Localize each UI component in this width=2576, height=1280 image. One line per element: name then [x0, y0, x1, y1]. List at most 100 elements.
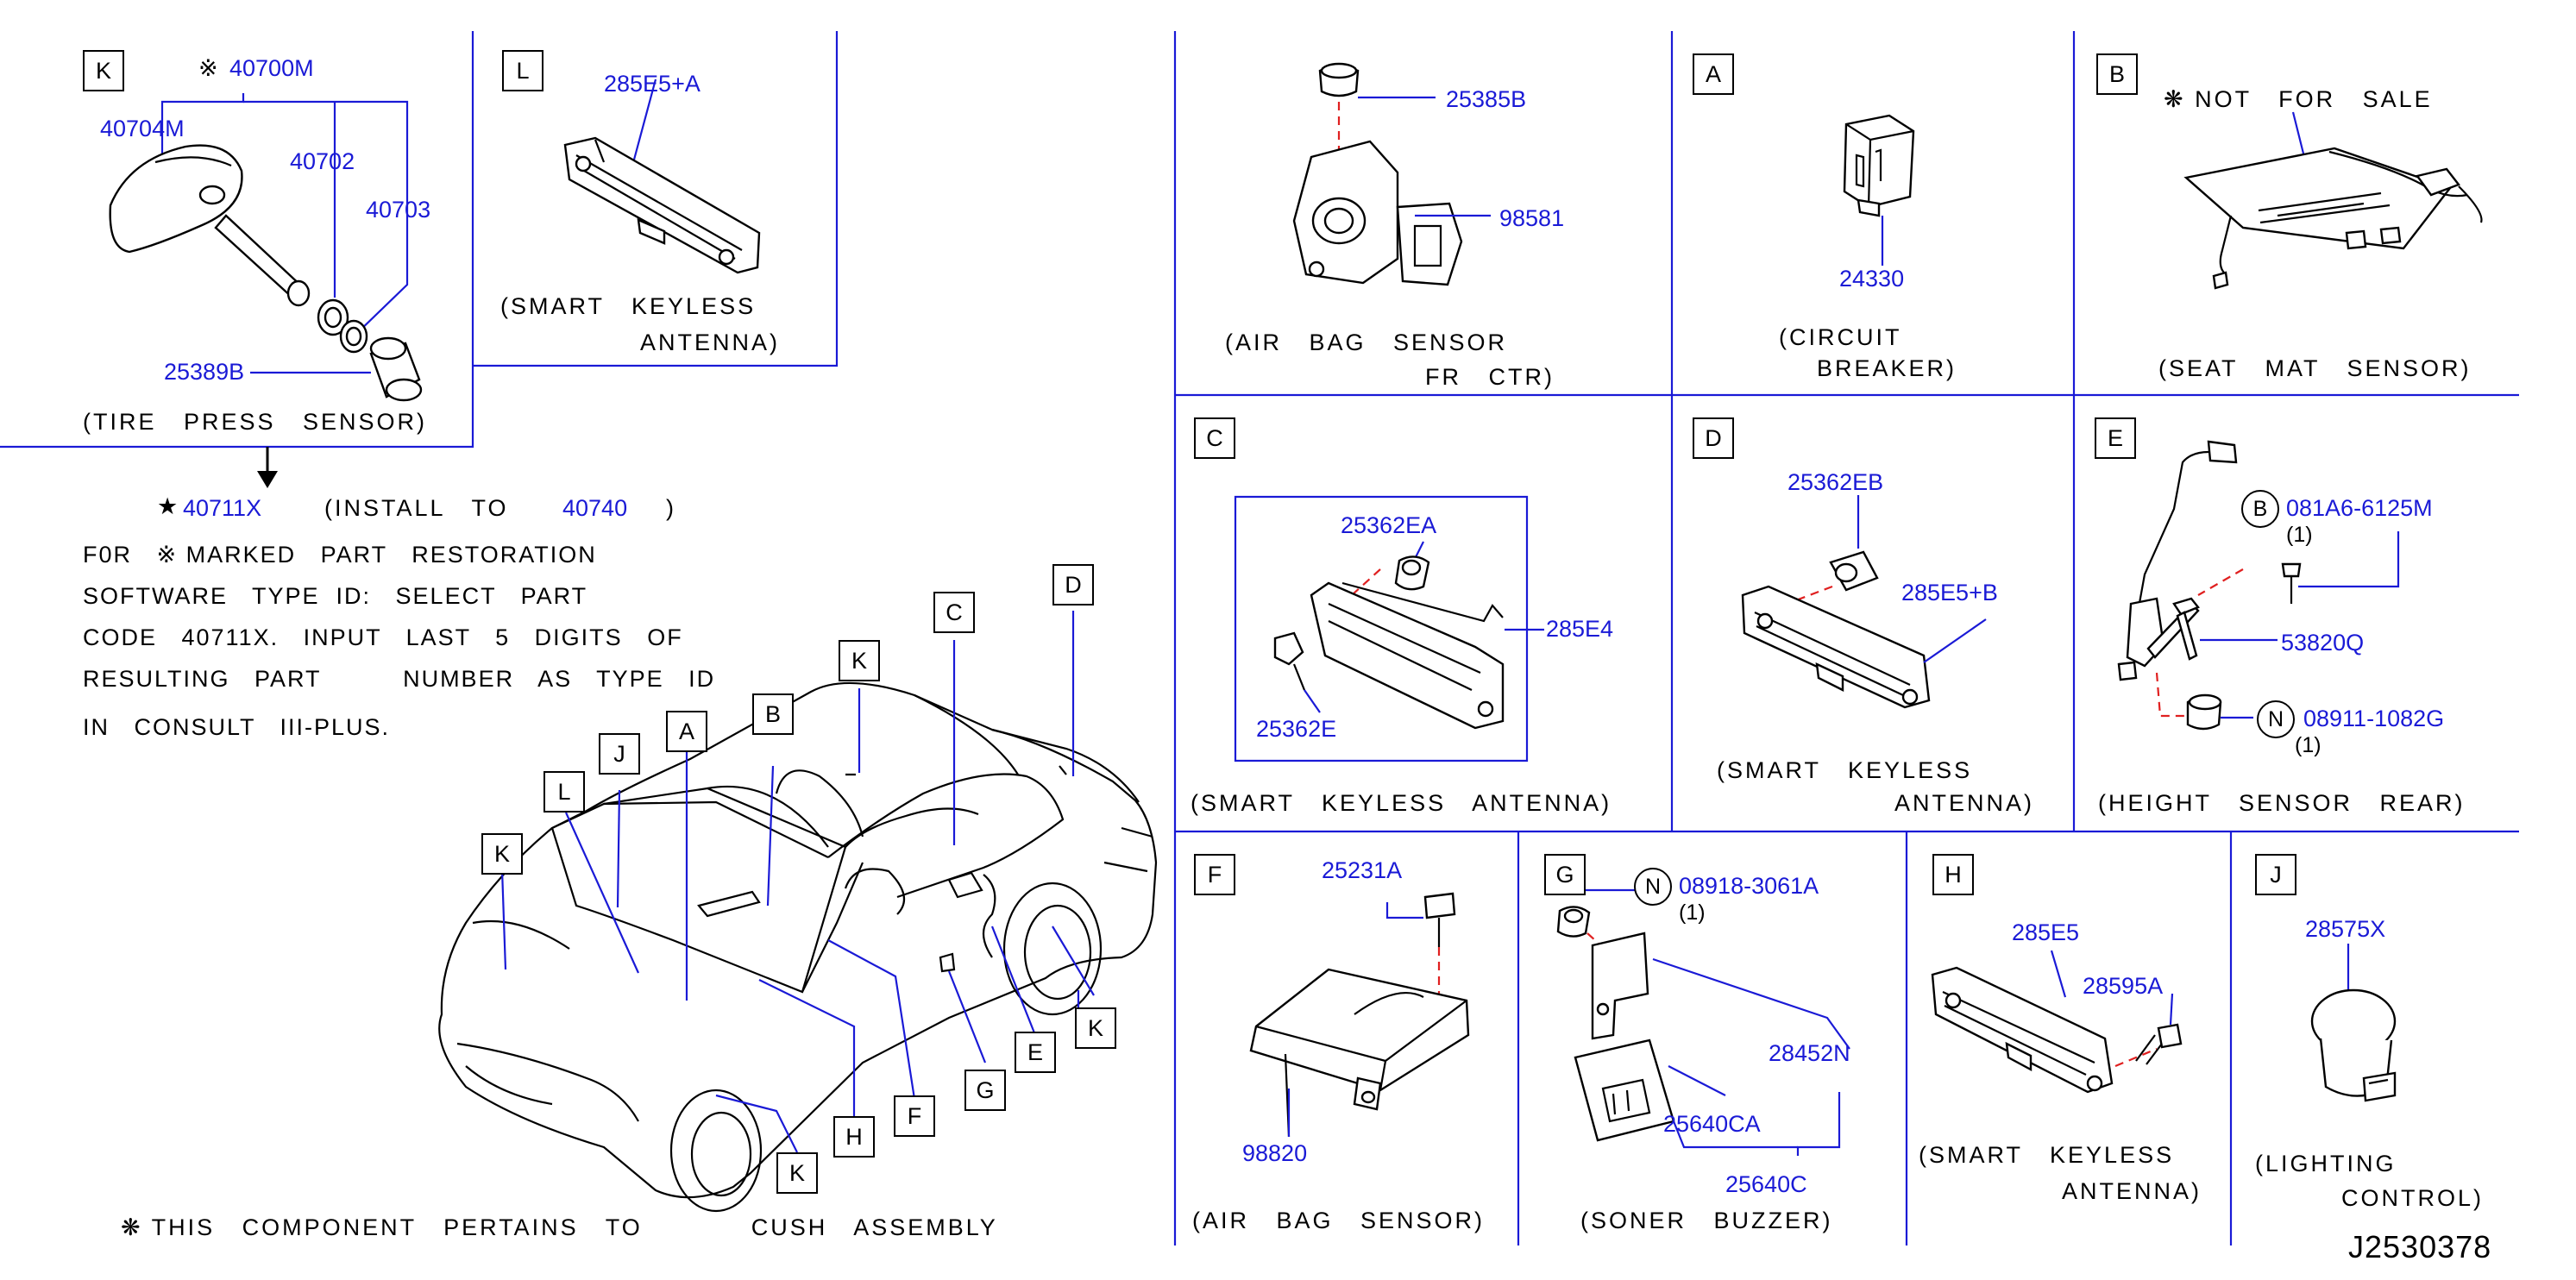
section-letter-d: D — [1693, 417, 1734, 459]
section-letter-g: G — [1544, 854, 1586, 895]
part-number-25640c[interactable]: 25640C — [1725, 1171, 1807, 1197]
circle-label-n-e: N — [2257, 700, 2295, 738]
part-number-25362e[interactable]: 25362E — [1256, 716, 1337, 742]
section-l-title-1: (SMART KEYLESS — [500, 293, 757, 319]
car-callout-e: E — [1015, 1032, 1056, 1073]
part-number-53820q[interactable]: 53820Q — [2281, 630, 2365, 656]
section-d-title-2: ANTENNA) — [1894, 790, 2035, 816]
part-number-40702[interactable]: 40702 — [290, 148, 355, 174]
part-number-25231a[interactable]: 25231A — [1322, 857, 1403, 883]
height-sensor-drawing — [2117, 440, 2400, 731]
part-number-40711x[interactable]: 40711X — [183, 495, 262, 521]
qty-08911: (1) — [2295, 733, 2322, 757]
section-letter-b: B — [2096, 53, 2138, 95]
part-number-08918-3061a[interactable]: 08918-3061A — [1679, 873, 1819, 899]
antenna-c-drawing — [1234, 495, 1544, 762]
part-number-40740[interactable]: 40740 — [562, 495, 628, 521]
section-letter-h: H — [1932, 854, 1974, 895]
part-number-25389b[interactable]: 25389B — [164, 359, 245, 385]
part-number-285e5[interactable]: 285E5 — [2012, 919, 2080, 945]
part-number-40703[interactable]: 40703 — [366, 197, 431, 223]
airbag-fr-title-1: (AIR BAG SENSOR — [1225, 329, 1508, 355]
restoration-note-line-2: SOFTWARE TYPE ID: SELECT PART — [83, 583, 588, 609]
footer-note: ❋ THIS COMPONENT PERTAINS TO CUSH ASSEMB… — [121, 1214, 998, 1240]
part-number-98581[interactable]: 98581 — [1499, 205, 1565, 231]
part-number-25362eb[interactable]: 25362EB — [1787, 469, 1884, 495]
part-number-25640ca[interactable]: 25640CA — [1663, 1111, 1761, 1137]
part-number-25385b[interactable]: 25385B — [1446, 86, 1527, 112]
section-f-title: (AIR BAG SENSOR) — [1192, 1208, 1486, 1233]
part-number-28452n[interactable]: 28452N — [1769, 1040, 1850, 1066]
section-letter-f: F — [1194, 854, 1235, 895]
qty-08918: (1) — [1679, 900, 1706, 925]
car-callout-c: C — [933, 592, 975, 633]
car-callout-k-front: K — [481, 833, 523, 875]
restoration-note-line-5: IN CONSULT III-PLUS. — [83, 714, 391, 740]
part-number-28575x[interactable]: 28575X — [2305, 916, 2386, 942]
section-b-not-for-sale: ❋ NOT FOR SALE — [2164, 86, 2433, 112]
antenna-l-drawing — [563, 78, 761, 274]
section-c-title: (SMART KEYLESS ANTENNA) — [1191, 790, 1612, 816]
section-letter-a: A — [1693, 53, 1734, 95]
car-callout-k-top: K — [839, 640, 880, 681]
qty-081a6: (1) — [2286, 523, 2313, 547]
car-callout-leaders — [500, 611, 1095, 1153]
circle-label-b: B — [2241, 490, 2279, 528]
section-a-title-1: (CIRCUIT — [1779, 324, 1902, 350]
install-close: ) — [666, 495, 676, 521]
part-number-25362ea[interactable]: 25362EA — [1341, 512, 1437, 538]
section-letter-e: E — [2095, 417, 2136, 459]
car-callout-b: B — [752, 693, 794, 735]
section-k-border — [0, 31, 474, 449]
car-callout-l: L — [543, 771, 585, 813]
install-star: ★ — [157, 493, 179, 519]
car-callout-d: D — [1052, 564, 1094, 605]
section-e-title: (HEIGHT SENSOR REAR) — [2098, 790, 2466, 816]
airbag-sensor-drawing — [1249, 892, 1470, 1138]
soner-buzzer-drawing — [1556, 888, 1850, 1156]
circuit-breaker-drawing — [1843, 114, 1915, 266]
restoration-note-line-1: F0R ※ MARKED PART RESTORATION — [83, 542, 597, 568]
section-j-title-2: CONTROL) — [2341, 1185, 2484, 1211]
part-number-285e4[interactable]: 285E4 — [1546, 616, 1614, 642]
car-callout-a: A — [666, 711, 707, 752]
part-mark-symbol: ※ — [198, 55, 218, 81]
car-callout-f: F — [894, 1095, 935, 1137]
section-h-title-1: (SMART KEYLESS — [1919, 1142, 2175, 1168]
install-text: (INSTALL TO — [324, 495, 509, 521]
car-callout-h: H — [833, 1116, 875, 1158]
tire-sensor-drawing — [109, 144, 423, 402]
diagram-id: J2530378 — [2348, 1229, 2492, 1264]
part-number-98820[interactable]: 98820 — [1242, 1140, 1308, 1166]
lighting-control-drawing — [2310, 944, 2397, 1102]
part-number-285e5-b[interactable]: 285E5+B — [1901, 580, 1998, 605]
section-h-title-2: ANTENNA) — [2062, 1178, 2202, 1204]
part-number-40700m[interactable]: 40700M — [229, 55, 314, 81]
part-number-08911-1082g[interactable]: 08911-1082G — [2303, 706, 2445, 731]
car-outline-drawing — [438, 681, 1158, 1213]
section-letter-j: J — [2255, 854, 2296, 895]
part-number-24330[interactable]: 24330 — [1839, 266, 1905, 292]
restoration-note-line-3: CODE 40711X. INPUT LAST 5 DIGITS OF — [83, 624, 683, 650]
antenna-h-drawing — [1931, 950, 2183, 1094]
section-g-title: (SONER BUZZER) — [1580, 1208, 1833, 1233]
part-number-40704m[interactable]: 40704M — [100, 116, 185, 141]
restoration-note-line-4: RESULTING PART NUMBER AS TYPE ID — [83, 666, 716, 692]
airbag-fr-sensor-drawing — [1292, 62, 1491, 286]
part-number-285e5-a[interactable]: 285E5+A — [604, 71, 701, 97]
section-k-title: (TIRE PRESS SENSOR) — [83, 409, 428, 435]
section-letter-c: C — [1194, 417, 1235, 459]
car-callout-g: G — [964, 1070, 1006, 1111]
section-b-title: (SEAT MAT SENSOR) — [2158, 355, 2472, 381]
section-d-title-1: (SMART KEYLESS — [1717, 757, 1973, 783]
seat-mat-sensor-drawing — [2183, 111, 2483, 290]
antenna-d-drawing — [1741, 495, 1987, 709]
section-l-title-2: ANTENNA) — [640, 329, 781, 355]
car-callout-k-rear: K — [1075, 1007, 1116, 1049]
part-number-081a6-6125m[interactable]: 081A6-6125M — [2286, 495, 2433, 521]
airbag-fr-title-2: FR CTR) — [1425, 364, 1555, 390]
section-letter-l: L — [502, 50, 543, 91]
part-number-28595a[interactable]: 28595A — [2083, 973, 2164, 999]
